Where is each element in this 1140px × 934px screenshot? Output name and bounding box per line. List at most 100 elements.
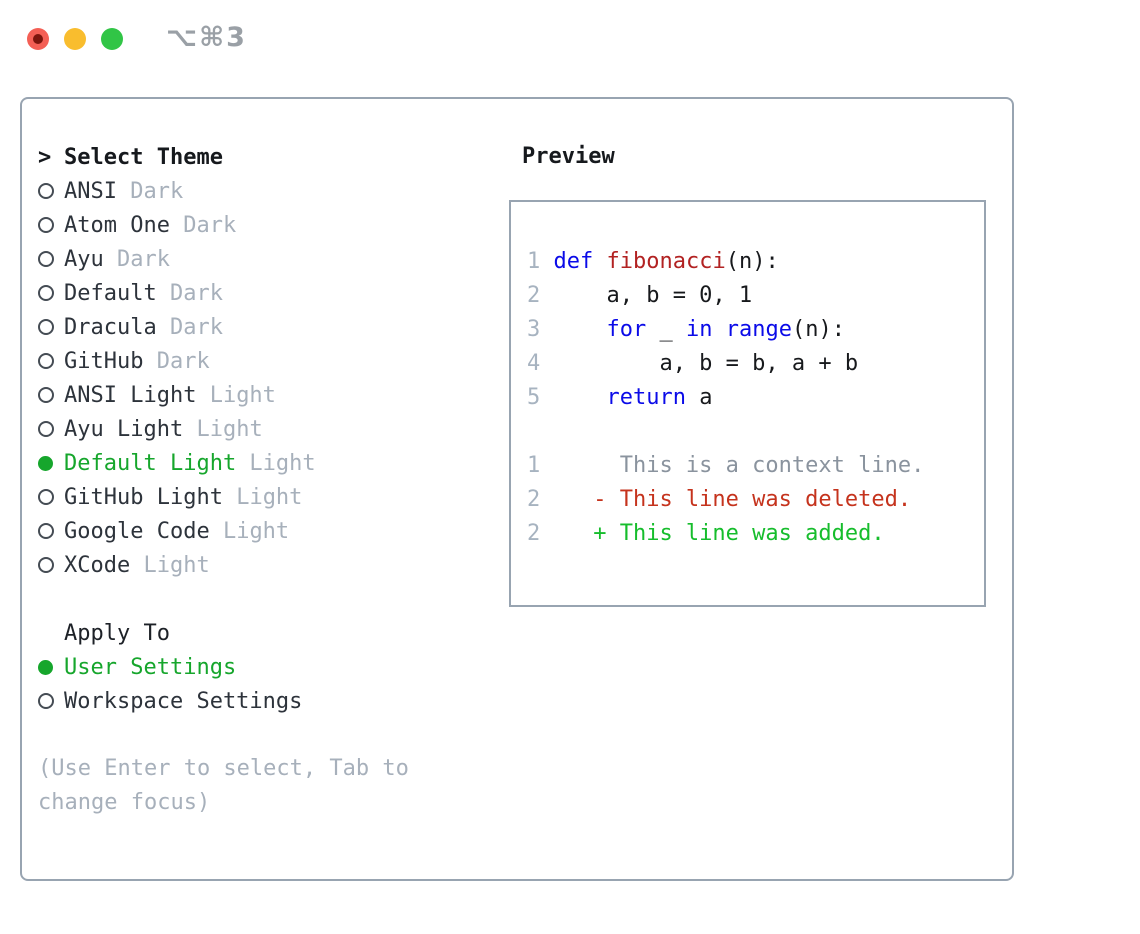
window-title: ⌥⌘3 — [166, 22, 247, 53]
select-theme-header: > Select Theme — [38, 140, 500, 174]
code-line: 5 return a — [527, 380, 974, 414]
theme-variant: Dark — [116, 178, 184, 204]
theme-variant: Light — [222, 484, 303, 510]
radio-unselected-icon — [38, 387, 54, 403]
line-number: 1 — [527, 452, 541, 478]
diff-sample: 1 This is a context line. 2 -This line was… — [527, 448, 974, 550]
code-segment: range — [725, 316, 792, 342]
code-line: 3 for _ in range(n): — [527, 312, 974, 346]
theme-name: Dracula — [64, 314, 157, 340]
apply-option-label: User Settings — [64, 654, 237, 680]
radio-unselected-icon — [38, 217, 54, 233]
code-segment: a — [685, 384, 713, 410]
theme-name: GitHub Light — [64, 484, 223, 510]
radio-icon — [38, 693, 64, 709]
theme-name: ANSI Light — [64, 382, 197, 408]
diff-text: This is a context line. — [619, 452, 925, 478]
code-segment — [593, 249, 606, 274]
code-segment: _ — [646, 316, 686, 342]
diff-line-deleted: 2-This line was deleted. — [527, 482, 974, 516]
radio-unselected-icon — [38, 319, 54, 335]
code-segment: fibonacci — [606, 248, 726, 274]
code-line: 4 a, b = b, a + b — [527, 346, 974, 380]
minimize-button[interactable] — [64, 28, 86, 50]
code-segment: a, b = 0, 1 — [553, 282, 753, 308]
line-number: 2 — [527, 486, 541, 512]
theme-option-default[interactable]: Default Dark — [38, 276, 500, 310]
titlebar: ⌥⌘3 — [0, 0, 1140, 97]
radio-unselected-icon — [38, 421, 54, 437]
radio-icon — [38, 217, 64, 233]
line-number: 1 — [527, 248, 541, 274]
theme-option-ansi-light[interactable]: ANSI Light Light — [38, 378, 500, 412]
theme-name: XCode — [64, 552, 131, 578]
diff-marker-icon — [593, 453, 606, 478]
theme-option-default-light[interactable]: Default Light Light — [38, 446, 500, 480]
line-number: 2 — [527, 520, 541, 546]
code-line: 1 def fibonacci(n): — [527, 244, 974, 278]
theme-name: ANSI — [64, 178, 117, 204]
apply-option-user-settings[interactable]: User Settings — [38, 650, 500, 684]
line-number: 4 — [527, 350, 541, 376]
code-segment: (n): — [791, 316, 845, 342]
theme-option-github-light[interactable]: GitHub Light Light — [38, 480, 500, 514]
radio-icon — [38, 353, 64, 369]
theme-option-xcode[interactable]: XCode Light — [38, 548, 500, 582]
code-line: 2 a, b = 0, 1 — [527, 278, 974, 312]
close-button[interactable] — [27, 28, 49, 50]
radio-unselected-icon — [38, 183, 54, 199]
spacer — [38, 718, 500, 752]
theme-name: Default — [64, 280, 157, 306]
radio-unselected-icon — [38, 693, 54, 709]
theme-variant: Light — [209, 518, 290, 544]
code-segment: return — [606, 384, 686, 410]
theme-option-ayu-light[interactable]: Ayu Light Light — [38, 412, 500, 446]
preview-title: Preview — [522, 144, 615, 169]
radio-unselected-icon — [38, 251, 54, 267]
diff-line-added: 2 + This line was added. — [527, 516, 974, 550]
theme-option-google-code[interactable]: Google Code Light — [38, 514, 500, 548]
apply-option-label: Workspace Settings — [64, 688, 303, 714]
line-number: 5 — [527, 384, 541, 410]
radio-unselected-icon — [38, 353, 54, 369]
radio-icon — [38, 489, 64, 505]
theme-name: Atom One — [64, 212, 170, 238]
zoom-button[interactable] — [101, 28, 123, 50]
theme-name: Google Code — [64, 518, 210, 544]
theme-option-dracula[interactable]: Dracula Dark — [38, 310, 500, 344]
theme-option-github[interactable]: GitHub Dark — [38, 344, 500, 378]
radio-unselected-icon — [38, 285, 54, 301]
theme-option-atom-one[interactable]: Atom One Dark — [38, 208, 500, 242]
radio-icon — [38, 183, 64, 199]
line-number: 2 — [527, 282, 541, 308]
diff-line-context: 1 This is a context line. — [527, 448, 974, 482]
radio-icon — [38, 455, 64, 471]
theme-name: GitHub — [64, 348, 144, 374]
spacer — [527, 414, 974, 448]
code-segment: (n): — [725, 248, 779, 274]
diff-marker-icon: + — [593, 520, 607, 546]
theme-variant: Light — [236, 450, 316, 476]
code-segment: def — [553, 248, 594, 274]
radio-unselected-icon — [38, 557, 54, 573]
theme-variant: Dark — [156, 280, 223, 306]
theme-option-ansi[interactable]: ANSI Dark — [38, 174, 500, 208]
code-segment: for — [606, 316, 647, 342]
radio-icon — [38, 523, 64, 539]
theme-option-ayu[interactable]: Ayu Dark — [38, 242, 500, 276]
apply-option-workspace-settings[interactable]: Workspace Settings — [38, 684, 500, 718]
diff-text: This line was added. — [619, 520, 885, 546]
theme-variant: Dark — [103, 246, 170, 272]
radio-selected-icon — [38, 659, 53, 675]
theme-variant: Dark — [169, 212, 237, 238]
hint-line-2: change focus) — [38, 790, 211, 815]
diff-marker-icon: - — [593, 486, 607, 512]
line-number: 3 — [527, 316, 541, 342]
